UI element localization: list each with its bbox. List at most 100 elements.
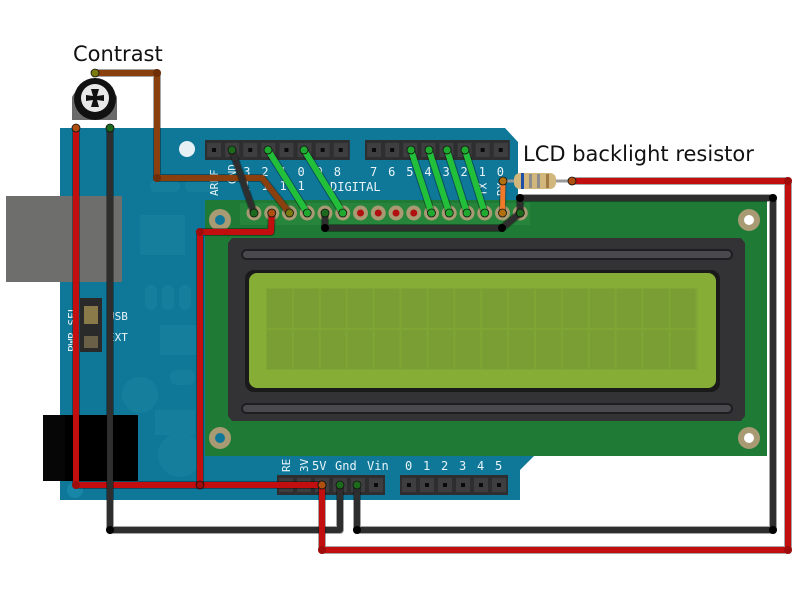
wire-end (90, 68, 100, 78)
lcd-char-cell (293, 330, 319, 369)
lcd-char-cell (293, 289, 319, 328)
pin-label: 2 (261, 165, 268, 179)
power-pin-label: Gnd (335, 459, 357, 473)
contrast-label: Contrast (73, 42, 163, 66)
wire-end (567, 176, 577, 186)
pin-label-tens: 1 (298, 179, 305, 193)
lcd-char-cell (589, 330, 615, 369)
pot-slot-icon (86, 89, 104, 107)
wire-end (515, 208, 525, 218)
lcd-char-cell (455, 289, 481, 328)
backlight-resistor (503, 173, 572, 189)
wire-lcd-d4 (406, 145, 436, 218)
lcd-char-cell (401, 289, 427, 328)
lcd-char-cell (347, 330, 373, 369)
wire-end (480, 208, 490, 218)
wire-contrast-wiper (90, 68, 294, 218)
power-jack-back (43, 415, 65, 481)
wire-end (406, 145, 416, 155)
analog-pin-label: 1 (423, 459, 430, 473)
wire-lcd-vdd (195, 208, 277, 490)
resistor-body (514, 173, 556, 189)
pin-label: 5 (406, 165, 413, 179)
lcd-module (205, 200, 767, 456)
lcd-char-cell (670, 289, 696, 328)
wire-end (267, 208, 277, 218)
lcd-char-cell (536, 289, 561, 328)
pwr-sel-usb-label: USB (108, 310, 128, 323)
lcd-char-cell (509, 330, 534, 369)
analog-header-housing (400, 475, 508, 495)
board-features (67, 138, 232, 498)
wire-end (335, 480, 345, 490)
lcd-char-cell (374, 330, 400, 369)
lcd-char-cell (428, 289, 454, 328)
power-select-jumper: USB EXT PWR SEL (66, 298, 128, 352)
lcd-char-cell (536, 330, 561, 369)
analog-header (400, 475, 508, 495)
wire-end (105, 123, 115, 133)
analog-pin-label: 5 (495, 459, 502, 473)
lcd-char-cell (267, 289, 292, 328)
pin-label: 0 (298, 165, 305, 179)
lcd-char-cell (455, 330, 481, 369)
digital-label: DIGITAL (330, 180, 381, 194)
contrast-potentiometer (72, 78, 117, 120)
lcd-char-cell (320, 289, 346, 328)
wire-end (462, 208, 472, 218)
pin-label: 6 (388, 165, 395, 179)
lcd-char-cell (589, 289, 615, 328)
wire-lcd-gnd (227, 145, 259, 218)
lcd-mounting-holes (209, 209, 760, 449)
pin-label: 3 (442, 165, 449, 179)
lcd-char-cell (374, 289, 400, 328)
pin-label: 0 (497, 165, 504, 179)
wire-end (227, 145, 237, 155)
pin-label: 4 (424, 165, 431, 179)
wire-end (338, 208, 348, 218)
lcd-char-cell (509, 289, 534, 328)
pin-label: 2 (461, 165, 468, 179)
wire-end (285, 208, 294, 218)
analog-pin-label: 3 (459, 459, 466, 473)
lcd-char-cell (670, 330, 696, 369)
wire-end (498, 208, 507, 218)
power-pin-label: RE (280, 459, 293, 472)
lcd-char-cell (616, 289, 642, 328)
analog-pin-label: 4 (477, 459, 484, 473)
wire-end (249, 208, 259, 218)
usb-connector (6, 196, 122, 282)
wire-pot-gnd (105, 123, 345, 534)
digital-header-left-housing (205, 140, 350, 160)
lcd-pin-pads (240, 203, 530, 225)
power-pin-label: 5V (312, 459, 326, 473)
pwr-sel-ext-label: EXT (108, 331, 128, 344)
wire-lcd-k-gnd (352, 194, 777, 534)
lcd-char-cell (347, 289, 373, 328)
digital-header-left (205, 140, 350, 160)
wire-end (317, 480, 327, 490)
wire-lcd-d5 (424, 145, 454, 218)
wire-end (424, 145, 434, 155)
wire-end (71, 123, 81, 133)
analog-pin-label: 0 (405, 459, 412, 473)
lcd-char-cell (562, 289, 588, 328)
bezel-slot-top (241, 249, 733, 260)
wire-end (352, 480, 362, 490)
wire-end (498, 176, 508, 186)
lcd-char-cell (616, 330, 642, 369)
wire-end (302, 208, 312, 218)
lcd-char-cell (643, 330, 669, 369)
lcd-char-cell (482, 289, 508, 328)
wire-end (442, 145, 452, 155)
wire-lcd-d6 (442, 145, 472, 218)
digital-header-right (365, 140, 510, 160)
wire-lcd-rs (263, 145, 312, 218)
wire-lcd-en (299, 145, 348, 218)
pin-label-tens: 1 (279, 179, 286, 193)
lcd-char-cell (482, 330, 508, 369)
wire-end (320, 208, 330, 218)
lcd-char-cell (562, 330, 588, 369)
